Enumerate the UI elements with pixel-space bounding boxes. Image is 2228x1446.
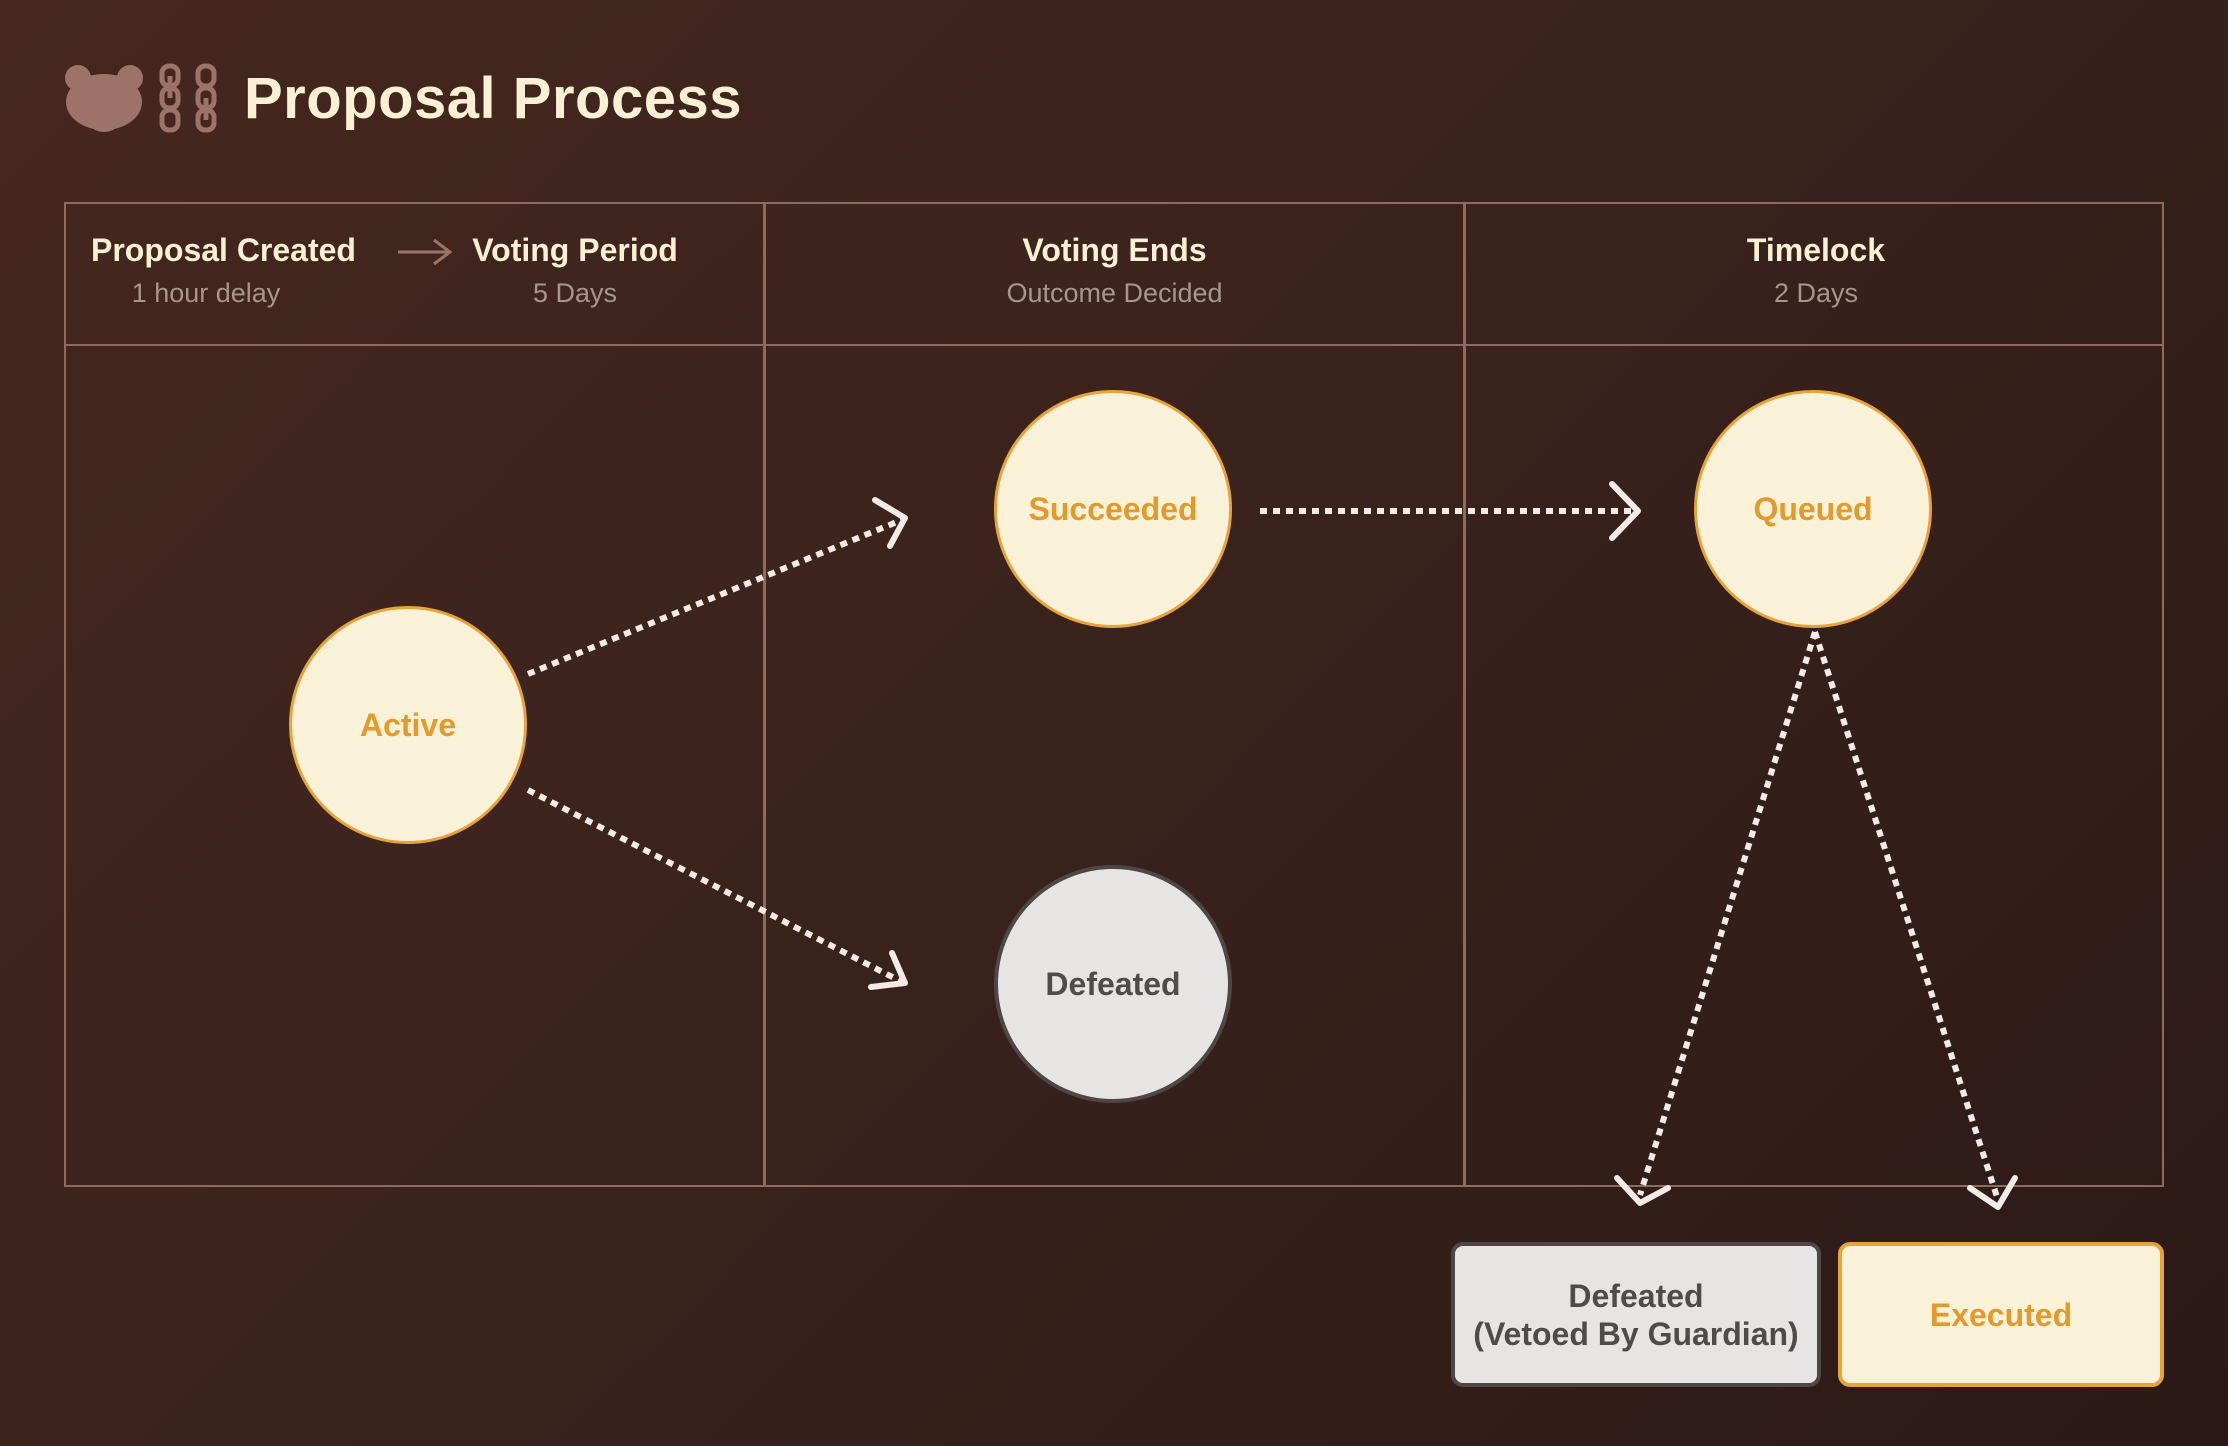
stage-title: Timelock [1746, 232, 1886, 268]
chain-link-icon [159, 63, 217, 133]
header-divider [66, 344, 2162, 346]
node-defeated: Defeated [994, 865, 1232, 1103]
node-succeeded: Succeeded [994, 390, 1232, 628]
edge-active-succeeded [526, 516, 906, 677]
stage-subtitle: Outcome Decided [1006, 278, 1223, 308]
edge-queued-vetoed [1637, 631, 1818, 1196]
lane-divider [1463, 204, 1466, 1185]
header-voting-period: Voting Period 5 Days [465, 230, 685, 312]
page-header: Proposal Process [64, 58, 742, 138]
stage-title: Voting Period [472, 232, 678, 268]
stage-subtitle: 1 hour delay [131, 278, 281, 308]
node-executed: Executed [1838, 1242, 2164, 1387]
node-label: (Vetoed By Guardian) [1473, 1315, 1799, 1352]
stage-subtitle: 5 Days [532, 278, 618, 308]
arrowhead-icon [1614, 1175, 1671, 1206]
arrowhead-icon [1609, 481, 1641, 541]
arrowhead-icon [872, 497, 908, 549]
page-title: Proposal Process [244, 65, 742, 131]
arrow-right-icon [398, 238, 453, 266]
node-queued: Queued [1694, 390, 1932, 628]
node-defeated-vetoed: Defeated (Vetoed By Guardian) [1451, 1242, 1821, 1387]
edge-active-defeated [526, 787, 906, 986]
stage-title: Proposal Created [91, 232, 356, 268]
process-grid: Proposal Created 1 hour delay Voting Per… [64, 202, 2164, 1187]
edge-queued-executed [1812, 631, 2001, 1201]
node-label: Defeated [1568, 1277, 1704, 1314]
arrowhead-icon [868, 950, 908, 990]
arrowhead-icon [1967, 1175, 2018, 1210]
stage-title: Voting Ends [1022, 232, 1207, 268]
stage-subtitle: 2 Days [1773, 278, 1859, 308]
lane-divider [763, 204, 766, 1185]
header-timelock: Timelock 2 Days [1466, 230, 2166, 312]
header-voting-ends: Voting Ends Outcome Decided [766, 230, 1463, 312]
header-proposal-created: Proposal Created 1 hour delay [91, 230, 356, 312]
bear-icon [65, 65, 143, 132]
node-active: Active [289, 606, 527, 844]
